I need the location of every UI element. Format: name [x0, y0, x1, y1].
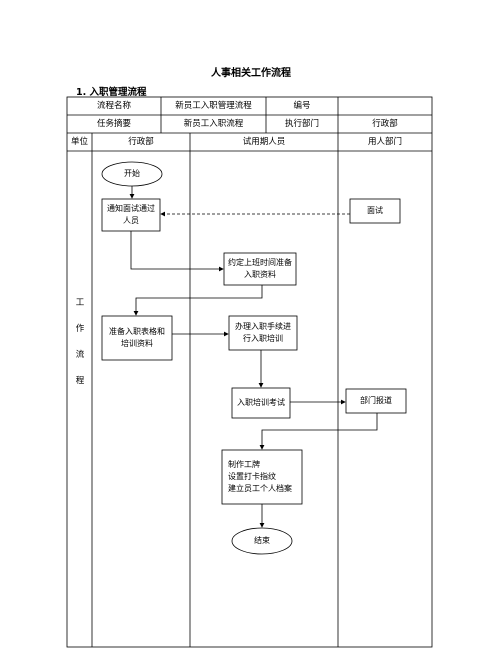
unit-label: 单位 — [70, 137, 88, 147]
dept-label: 执行部门 — [284, 119, 319, 129]
lane-header-admin: 行政部 — [128, 137, 154, 147]
report-label: 部门报道 — [360, 396, 392, 405]
exam-node — [231, 387, 291, 419]
page-title: 人事相关工作流程 — [211, 68, 291, 79]
work-flow-char-4: 程 — [75, 376, 85, 386]
prepare-forms-node — [101, 315, 173, 361]
dept-value: 行政部 — [372, 119, 398, 129]
badge-line-3: 建立员工个人档案 — [228, 484, 292, 493]
onboarding-label: 办理入职手续进行入职培训 — [235, 322, 291, 343]
notify-node — [101, 198, 161, 232]
notify-label: 通知面试通过人员 — [107, 204, 155, 225]
arrow-report-badge — [259, 413, 378, 450]
exam-label: 入职培训考试 — [237, 398, 285, 407]
agree-time-label: 约定上班时间准备入职资料 — [228, 258, 292, 279]
number-label: 编号 — [293, 101, 311, 111]
onboarding-node — [228, 315, 298, 351]
badge-line-1: 制作工牌 — [228, 460, 260, 469]
badge-label: 制作工牌 设置打卡指纹 建立员工个人档案 — [222, 450, 302, 504]
work-flow-char-1: 工 — [75, 298, 85, 308]
arrow-notify-agree — [130, 231, 224, 272]
work-flow-char-2: 作 — [75, 324, 85, 334]
process-name-label: 流程名称 — [96, 101, 131, 111]
badge-line-2: 设置打卡指纹 — [228, 472, 276, 481]
summary-label: 任务摘要 — [96, 119, 131, 129]
badge-node — [221, 449, 303, 505]
table-grid — [66, 96, 433, 648]
end-label: 结束 — [254, 536, 270, 545]
summary-value: 新员工入职流程 — [183, 119, 244, 129]
prepare-forms-label: 准备入职表格和培训资料 — [109, 327, 165, 348]
lane-header-employer: 用人部门 — [367, 137, 402, 147]
interview-label: 面试 — [367, 206, 383, 215]
arrow-agree-prepare — [133, 285, 263, 316]
agree-time-node — [223, 252, 297, 286]
interview-node — [349, 198, 401, 224]
end-node — [231, 527, 293, 555]
lane-header-probation: 试用期人员 — [242, 137, 286, 147]
section-heading: 1. 入职管理流程 — [76, 87, 147, 98]
report-node — [345, 388, 407, 414]
process-name-value: 新员工入职管理流程 — [175, 101, 252, 111]
work-flow-char-3: 流 — [75, 350, 85, 360]
start-label: 开始 — [124, 169, 140, 178]
